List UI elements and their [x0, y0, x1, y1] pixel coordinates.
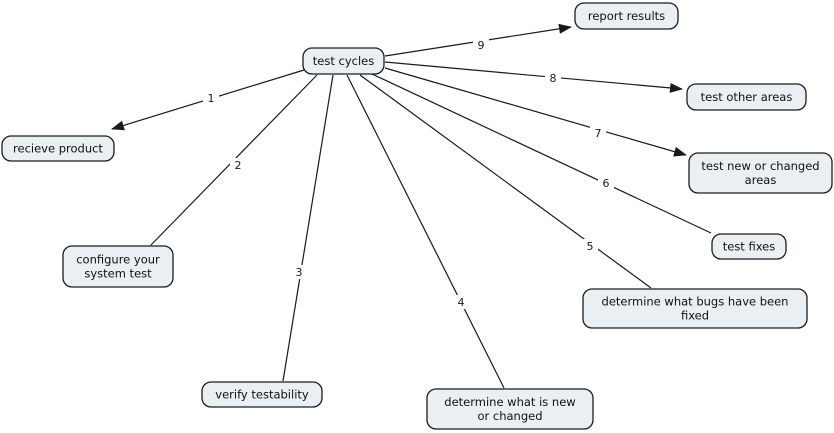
node-shape[interactable] — [686, 83, 807, 111]
node-shape[interactable] — [62, 245, 174, 288]
edge-test-cycles-to-test-fixes — [371, 73, 712, 234]
node-test-fixes[interactable]: test fixes — [711, 233, 787, 260]
edge-label-5: 5 — [587, 240, 594, 253]
node-label: recieve product — [13, 142, 103, 156]
edge-label-background — [590, 126, 606, 140]
edge-label-8: 8 — [550, 72, 557, 85]
edge-test-cycles-to-test-new-or-changed-areas — [384, 67, 687, 157]
node-label: verify testability — [215, 388, 309, 402]
edge-label-7: 7 — [595, 127, 602, 140]
node-label: test other areas — [701, 90, 793, 104]
node-label: report results — [588, 9, 665, 23]
edges-layer: 1 2 3 4 5 6 7 8 9 — [111, 23, 712, 389]
node-shape[interactable] — [1, 135, 115, 162]
edge-test-cycles-to-determine-what-bugs-have-been-fixed — [359, 74, 652, 289]
node-shape[interactable] — [688, 152, 833, 194]
edge-test-cycles-to-verify-testability — [282, 74, 334, 382]
node-shape[interactable] — [426, 388, 594, 430]
edge-label-background — [453, 295, 469, 309]
edge-label-9: 9 — [478, 39, 485, 52]
node-shape[interactable] — [574, 2, 679, 30]
edge-label-1: 1 — [208, 92, 215, 105]
edge-label-background — [291, 265, 307, 279]
edge-label-background — [598, 176, 614, 190]
node-recieve-product[interactable]: recieve product — [1, 135, 115, 162]
edge-label-background — [545, 71, 561, 85]
node-test-other-areas[interactable]: test other areas — [686, 83, 807, 111]
node-label: test fixes — [723, 240, 776, 254]
edge-test-cycles-to-test-other-areas — [384, 61, 683, 93]
edge-label-6: 6 — [603, 177, 610, 190]
node-shape[interactable] — [302, 47, 385, 75]
edge-label-background — [230, 158, 246, 172]
node-verify-testability[interactable]: verify testability — [201, 381, 323, 408]
node-shape[interactable] — [582, 288, 808, 329]
node-test-cycles[interactable]: test cycles — [302, 47, 385, 75]
node-label: test cycles — [313, 54, 374, 68]
node-shape[interactable] — [711, 233, 787, 260]
edge-label-background — [203, 91, 219, 105]
edge-test-cycles-to-determine-what-is-new-or-changed — [346, 74, 505, 389]
edge-label-2: 2 — [235, 159, 242, 172]
edge-label-background — [473, 38, 489, 52]
node-report-results[interactable]: report results — [574, 2, 679, 30]
edge-label-4: 4 — [458, 296, 465, 309]
node-shape[interactable] — [201, 381, 323, 408]
edge-label-3: 3 — [296, 266, 303, 279]
edge-label-background — [582, 239, 598, 253]
